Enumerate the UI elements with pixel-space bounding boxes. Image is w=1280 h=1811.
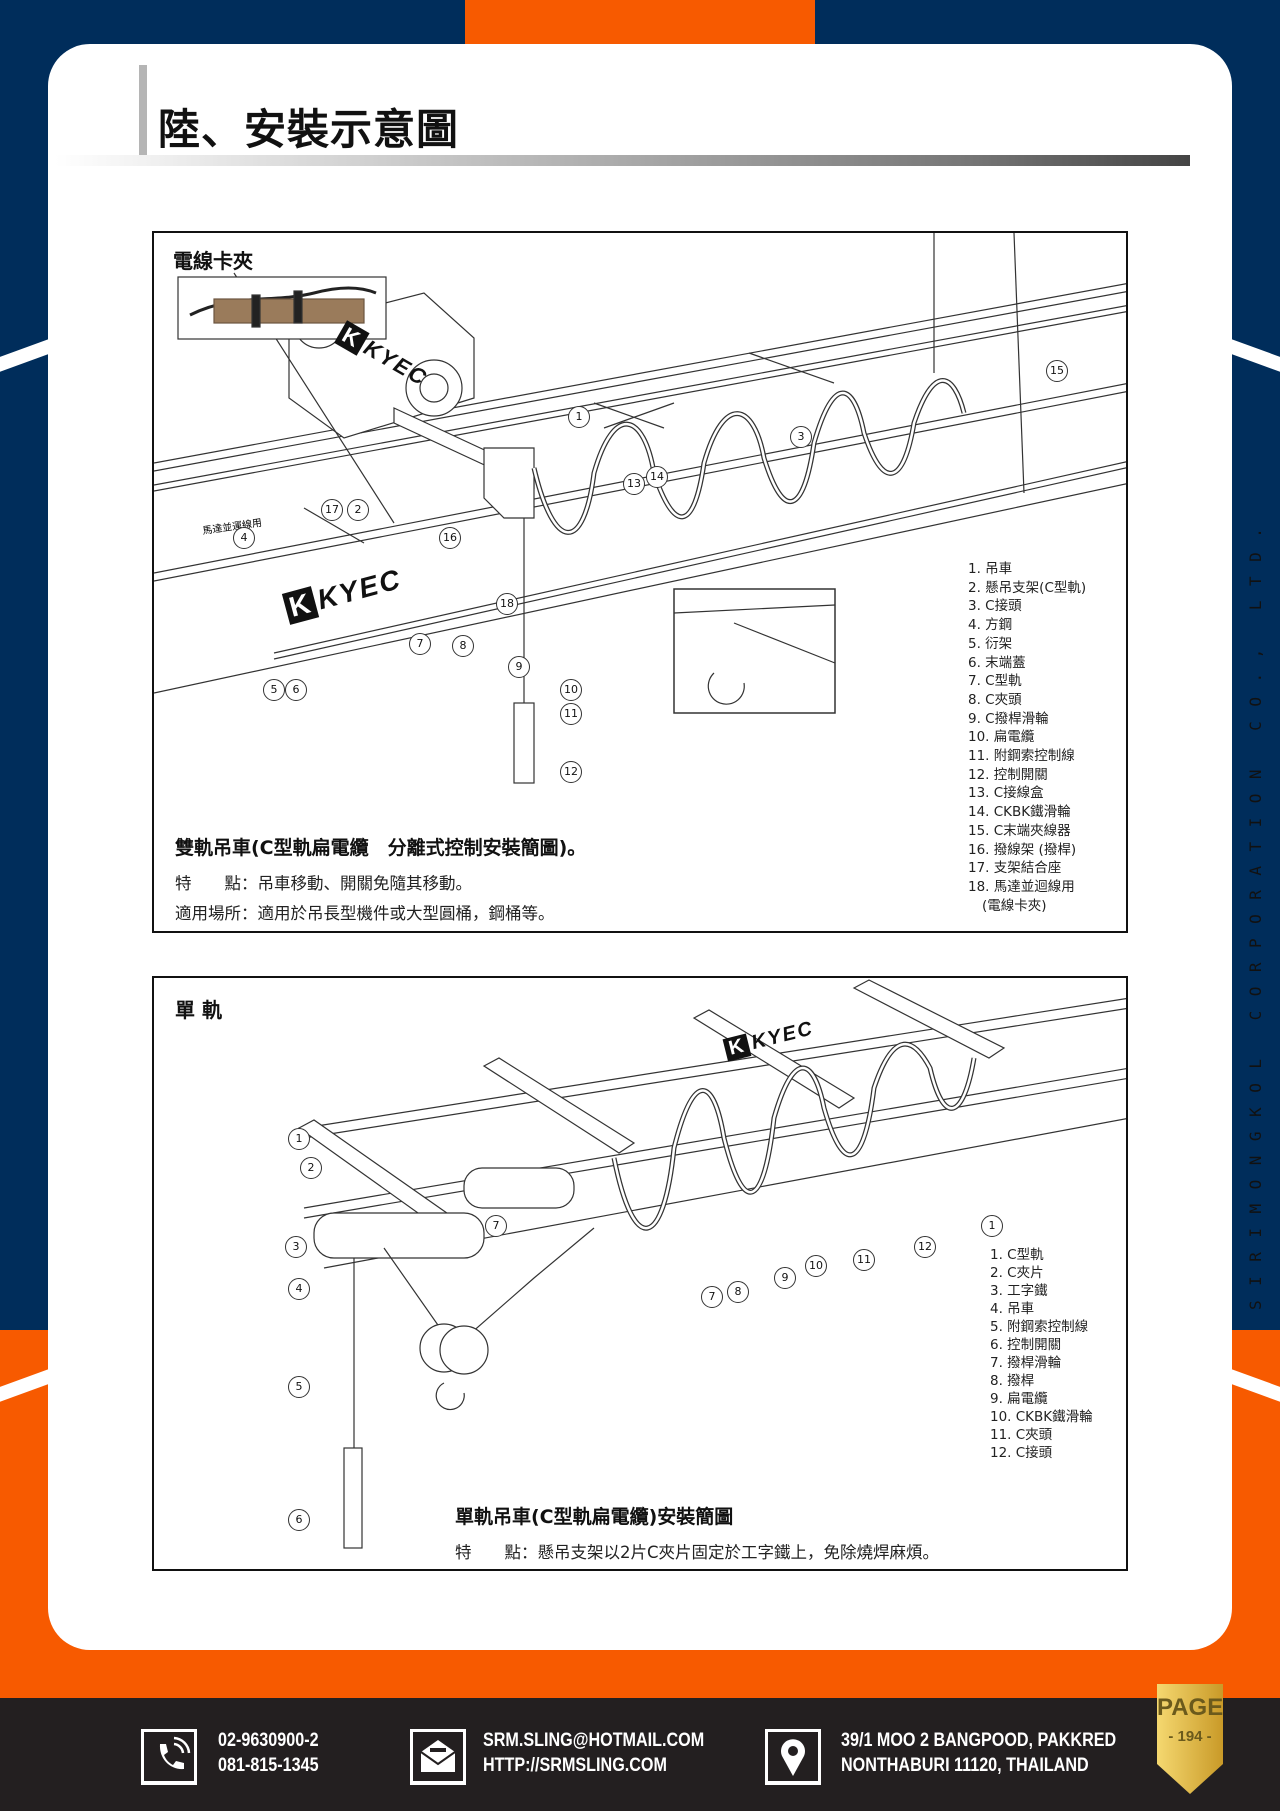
callout-number: 3	[790, 426, 812, 448]
callout-number: 14	[646, 466, 668, 488]
legend-item: 10. CKBK鐵滑輪	[990, 1409, 1093, 1425]
footer	[0, 1698, 1280, 1811]
callout-number: 10	[560, 679, 582, 701]
legend-item: 2. 懸吊支架(C型軌)	[968, 579, 1087, 596]
callout-number: 7	[485, 1215, 507, 1237]
callout-number: 15	[1046, 360, 1068, 382]
legend-item: 18. 馬達並迴線用	[968, 878, 1075, 895]
legend-item: 5. 衍架	[968, 635, 1013, 652]
legend-item: 6. 控制開關	[990, 1337, 1062, 1353]
legend-item: 12. 控制開關	[968, 766, 1048, 783]
phone-1[interactable]: 02-9630900-2	[218, 1730, 319, 1751]
callout-number: 1	[288, 1128, 310, 1150]
legend-item: 11. C夾頭	[990, 1427, 1053, 1443]
double-rail-crane-drawing	[154, 233, 1126, 784]
contact-web[interactable]: SRM.SLING@HOTMAIL.COM HTTP://SRMSLING.COM	[483, 1728, 704, 1778]
callout-number: 5	[288, 1376, 310, 1398]
section-label: 單 軌	[175, 998, 222, 1022]
callout-number: 4	[288, 1278, 310, 1300]
top-orange-block	[465, 0, 815, 50]
legend-item: 14. CKBK鐵滑輪	[968, 804, 1071, 821]
email-link[interactable]: SRM.SLING@HOTMAIL.COM	[483, 1730, 705, 1751]
callout-number: 1	[981, 1215, 1003, 1237]
caption: 雙軌吊車(C型軌扁電纜 分離式控制安裝簡圖)。 特 點：吊車移動、開關免隨其移動…	[175, 833, 586, 930]
address-line: 39/1 MOO 2 BANGPOOD, PAKKRED	[841, 1730, 1117, 1751]
callout-number: 1	[568, 406, 590, 428]
website-link[interactable]: HTTP://SRMSLING.COM	[483, 1755, 667, 1776]
legend-item: 5. 附鋼索控制線	[990, 1319, 1089, 1335]
page-badge: PAGE - 194 -	[1157, 1684, 1223, 1794]
callout-number: 17	[321, 499, 343, 521]
callout-number: 6	[288, 1509, 310, 1531]
callout-number: 8	[452, 635, 474, 657]
legend-item: 9. C撥桿滑輪	[968, 710, 1049, 727]
legend-item: 16. 撥線架 (撥桿)	[968, 841, 1077, 858]
callout-number: 16	[439, 527, 461, 549]
phone-icon	[141, 1729, 197, 1785]
legend-item: 2. C夾片	[990, 1265, 1044, 1281]
caption-line: 特 點：吊車移動、開關免隨其移動。	[175, 874, 472, 893]
address: 39/1 MOO 2 BANGPOOD, PAKKRED NONTHABURI 1…	[841, 1728, 1116, 1778]
legend-item: 13. C接線盒	[968, 785, 1044, 802]
company-side-text: SIRIMONGKOL CORPORATION CO., LTD.	[1246, 513, 1265, 1310]
legend-item: 7. 撥桿滑輪	[990, 1355, 1062, 1371]
legend-item: 15. C末端夾線器	[968, 822, 1071, 839]
callout-number: 9	[774, 1267, 796, 1289]
callout-number: 11	[560, 703, 582, 725]
legend-item: 9. 扁電纜	[990, 1391, 1048, 1407]
legend-item: 10. 扁電纜	[968, 729, 1035, 746]
page-label: PAGE	[1157, 1694, 1224, 1721]
legend-item: 3. 工字鐵	[990, 1283, 1048, 1299]
callout-number: 9	[508, 656, 530, 678]
legend-item: 6. 末端蓋	[968, 654, 1026, 671]
single-rail-crane-drawing	[297, 979, 1126, 1549]
callout-number: 3	[285, 1236, 307, 1258]
callout-number: 5	[263, 679, 285, 701]
caption-title: 雙軌吊車(C型軌扁電纜 分離式控制安裝簡圖)。	[175, 837, 587, 859]
callout-number: 8	[727, 1281, 749, 1303]
callout-number: 6	[285, 679, 307, 701]
legend-item: (電線卡夾)	[982, 897, 1047, 914]
callout-number: 13	[623, 473, 645, 495]
legend-item: 7. C型軌	[968, 673, 1022, 690]
legend-item: 11. 附鋼索控制線	[968, 748, 1075, 765]
callout-number: 10	[805, 1255, 827, 1277]
callout-number: 2	[300, 1157, 322, 1179]
address-line: NONTHABURI 11120, THAILAND	[841, 1755, 1089, 1776]
caption-title: 單軌吊車(C型軌扁電纜)安裝簡圖	[455, 1506, 734, 1528]
callout-number: 11	[853, 1249, 875, 1271]
inset-label: 電線卡夾	[173, 249, 253, 273]
phone-numbers[interactable]: 02-9630900-2 081-815-1345	[218, 1728, 319, 1778]
phone-2[interactable]: 081-815-1345	[218, 1755, 319, 1776]
legend-item: 8. C夾頭	[968, 691, 1022, 708]
location-pin-icon	[765, 1729, 821, 1785]
caption-line: 特 點：懸吊支架以2片C夾片固定於工字鐵上，免除燒焊麻煩。	[455, 1543, 940, 1562]
caption: 單軌吊車(C型軌扁電纜)安裝簡圖 特 點：懸吊支架以2片C夾片固定於工字鐵上，免…	[455, 1502, 939, 1569]
mail-icon	[410, 1729, 466, 1785]
callout-number: 12	[914, 1236, 936, 1258]
page-title: 陸、安裝示意圖	[158, 105, 460, 154]
page-number: - 194 -	[1168, 1728, 1212, 1745]
legend-item: 1. 吊車	[968, 561, 1013, 577]
legend-item: 8. 撥桿	[990, 1373, 1035, 1389]
callout-number: 7	[409, 633, 431, 655]
callout-number: 12	[560, 761, 582, 783]
legend-item: 12. C接頭	[990, 1445, 1053, 1461]
legend-item: 17. 支架結合座	[968, 860, 1062, 877]
title-underline	[55, 155, 1190, 166]
legend-item: 1. C型軌	[990, 1247, 1044, 1263]
legend-item: 3. C接頭	[968, 598, 1022, 615]
caption-line: 適用場所：適用於吊長型機件或大型圓桶，鋼桶等。	[175, 904, 555, 923]
legend-item: 4. 方鋼	[968, 617, 1013, 634]
callout-number: 2	[347, 499, 369, 521]
callout-number: 7	[701, 1286, 723, 1308]
callout-number: 4	[233, 527, 255, 549]
title-accent-bar	[139, 65, 147, 155]
callout-number: 18	[496, 593, 518, 615]
legend-item: 4. 吊車	[990, 1301, 1035, 1317]
parts-legend: 1. C型軌 2. C夾片 3. 工字鐵 4. 吊車 5. 附鋼索控制線 6. 控制開關 7…	[990, 1246, 1093, 1462]
